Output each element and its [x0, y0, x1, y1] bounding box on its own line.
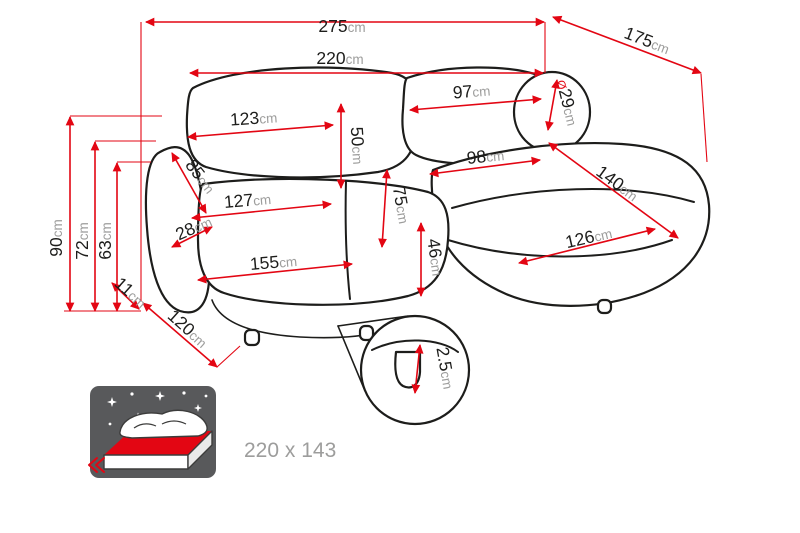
line-97 [408, 95, 543, 114]
sofa-chaise [430, 142, 711, 307]
fold-out-bed [88, 409, 213, 473]
line-155 [196, 260, 354, 284]
line-140 [548, 142, 679, 239]
dim-72: 72cm [72, 222, 92, 259]
blanket-fold-line-2 [161, 420, 187, 425]
dim-2-5: 2.5cm [432, 345, 459, 390]
sofa-leg-mid [358, 324, 375, 342]
sofa-leg-left [243, 328, 261, 347]
dim-50: 50cm [347, 126, 370, 165]
bed-base-side [187, 430, 213, 470]
fold-direction-arrow [88, 457, 105, 473]
line-2-5 [411, 343, 424, 395]
dim-90: 90cm [46, 219, 66, 256]
dim-155: 155cm [249, 250, 298, 274]
magnifier-connector-bottom [337, 325, 366, 392]
sofa-back-cushion-left [185, 66, 420, 179]
blanket-fold-line-1 [133, 423, 157, 429]
dim-97: 97cm [452, 79, 491, 102]
extension-lines [64, 22, 708, 368]
bed-blanket [119, 409, 208, 439]
line-175 [552, 15, 702, 75]
line-126 [517, 226, 657, 266]
dim-220: 220cm [316, 48, 363, 68]
line-29 [545, 78, 560, 132]
dim-29: Ø29cm [552, 77, 583, 127]
dim-75: 75cm [389, 185, 415, 225]
sofa-bed-icon [88, 386, 216, 478]
dim-275: 275cm [318, 16, 365, 36]
line-120 [142, 302, 218, 368]
line-98 [428, 156, 542, 178]
line-127 [190, 200, 333, 222]
line-11 [111, 282, 140, 310]
line-28 [171, 226, 213, 248]
dim-123: 123cm [229, 106, 277, 129]
dimension-lines [65, 15, 702, 395]
seat-center-seam [344, 180, 351, 300]
line-123 [186, 121, 335, 141]
dim-98: 98cm [466, 144, 505, 168]
sofa-leg-chaise [596, 298, 613, 315]
dim-127: 127cm [223, 188, 272, 212]
dim-46: 46cm [423, 237, 448, 277]
dim-63: 63cm [95, 222, 115, 259]
sleeping-area-size: 220 x 143 [244, 439, 336, 462]
line-75 [378, 168, 391, 249]
bed-base-front [103, 454, 189, 470]
magnifier-connector-top [337, 315, 409, 327]
magnifier-sofa-bottom-edge [371, 339, 459, 353]
